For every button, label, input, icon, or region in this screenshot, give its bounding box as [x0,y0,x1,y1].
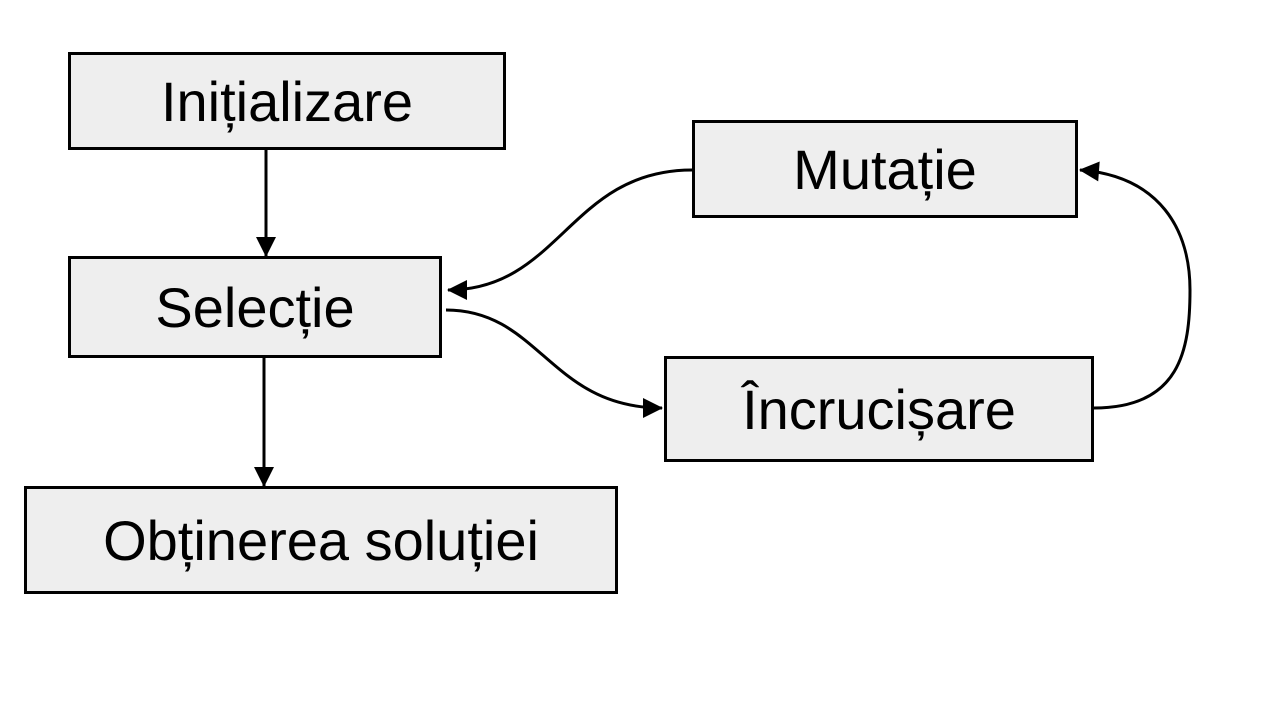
node-mutation-label: Mutație [793,137,977,201]
node-selection-label: Selecție [155,275,355,339]
node-crossover: Încrucișare [664,356,1094,462]
node-solution-label: Obținerea soluției [103,508,539,572]
edge-crossover-to-mutation [1079,161,1192,410]
node-selection: Selecție [68,256,442,358]
node-initialization-label: Inițializare [160,69,414,133]
node-mutation: Mutație [692,120,1078,218]
node-crossover-label: Încrucișare [742,377,1016,441]
edge-mutation-to-selection [447,168,693,300]
node-solution: Obținerea soluției [24,486,618,594]
node-initialization: Inițializare [68,52,506,150]
edge-selection-to-crossover [445,308,663,418]
